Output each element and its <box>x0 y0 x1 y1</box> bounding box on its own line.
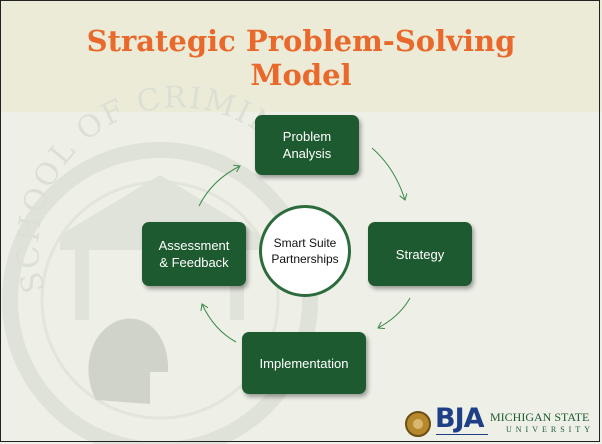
footer-logos: BJA MICHIGAN STATE UNIVERSITY <box>405 403 590 440</box>
step-implementation-label: Implementation <box>259 355 349 371</box>
step-problem-analysis-line-1: Problem <box>282 129 332 144</box>
step-assessment-feedback-line-2: & Feedback <box>159 255 229 270</box>
msu-logo-name: MICHIGAN STATE <box>490 410 590 424</box>
step-problem-analysis-line-2: Analysis <box>282 146 332 161</box>
center-line-1: Smart Suite <box>273 236 337 250</box>
slide-title-line-2: Model <box>250 58 352 92</box>
step-problem-analysis-label: Problem Analysis <box>283 128 331 162</box>
center-line-2: Partnerships <box>271 252 339 266</box>
doj-seal-icon <box>405 411 431 437</box>
step-assessment-feedback-line-1: Assessment <box>158 238 230 253</box>
arrow-analysis-to-strategy <box>371 147 405 200</box>
title-band <box>0 0 602 112</box>
step-strategy-label: Strategy <box>395 246 445 262</box>
step-assessment-feedback-label: Assessment & Feedback <box>159 237 230 271</box>
arrow-strategy-to-implementation <box>378 297 411 328</box>
step-assessment-feedback: Assessment & Feedback <box>142 222 246 286</box>
center-smart-suite-partnerships: Smart Suite Partnerships <box>259 205 351 297</box>
msu-logo-university: UNIVERSITY <box>506 425 594 434</box>
step-problem-analysis: Problem Analysis <box>255 115 359 175</box>
slide-title-line-1: Strategic Problem-Solving <box>86 24 516 58</box>
step-implementation: Implementation <box>242 332 366 394</box>
step-strategy: Strategy <box>368 222 472 286</box>
slide-title: Strategic Problem-Solving Model <box>0 24 602 92</box>
bja-logo-underline <box>436 434 488 440</box>
arrow-assessment-to-analysis <box>198 166 240 207</box>
arrow-implementation-to-assessment <box>202 304 237 343</box>
bja-logo: BJA <box>435 403 485 434</box>
